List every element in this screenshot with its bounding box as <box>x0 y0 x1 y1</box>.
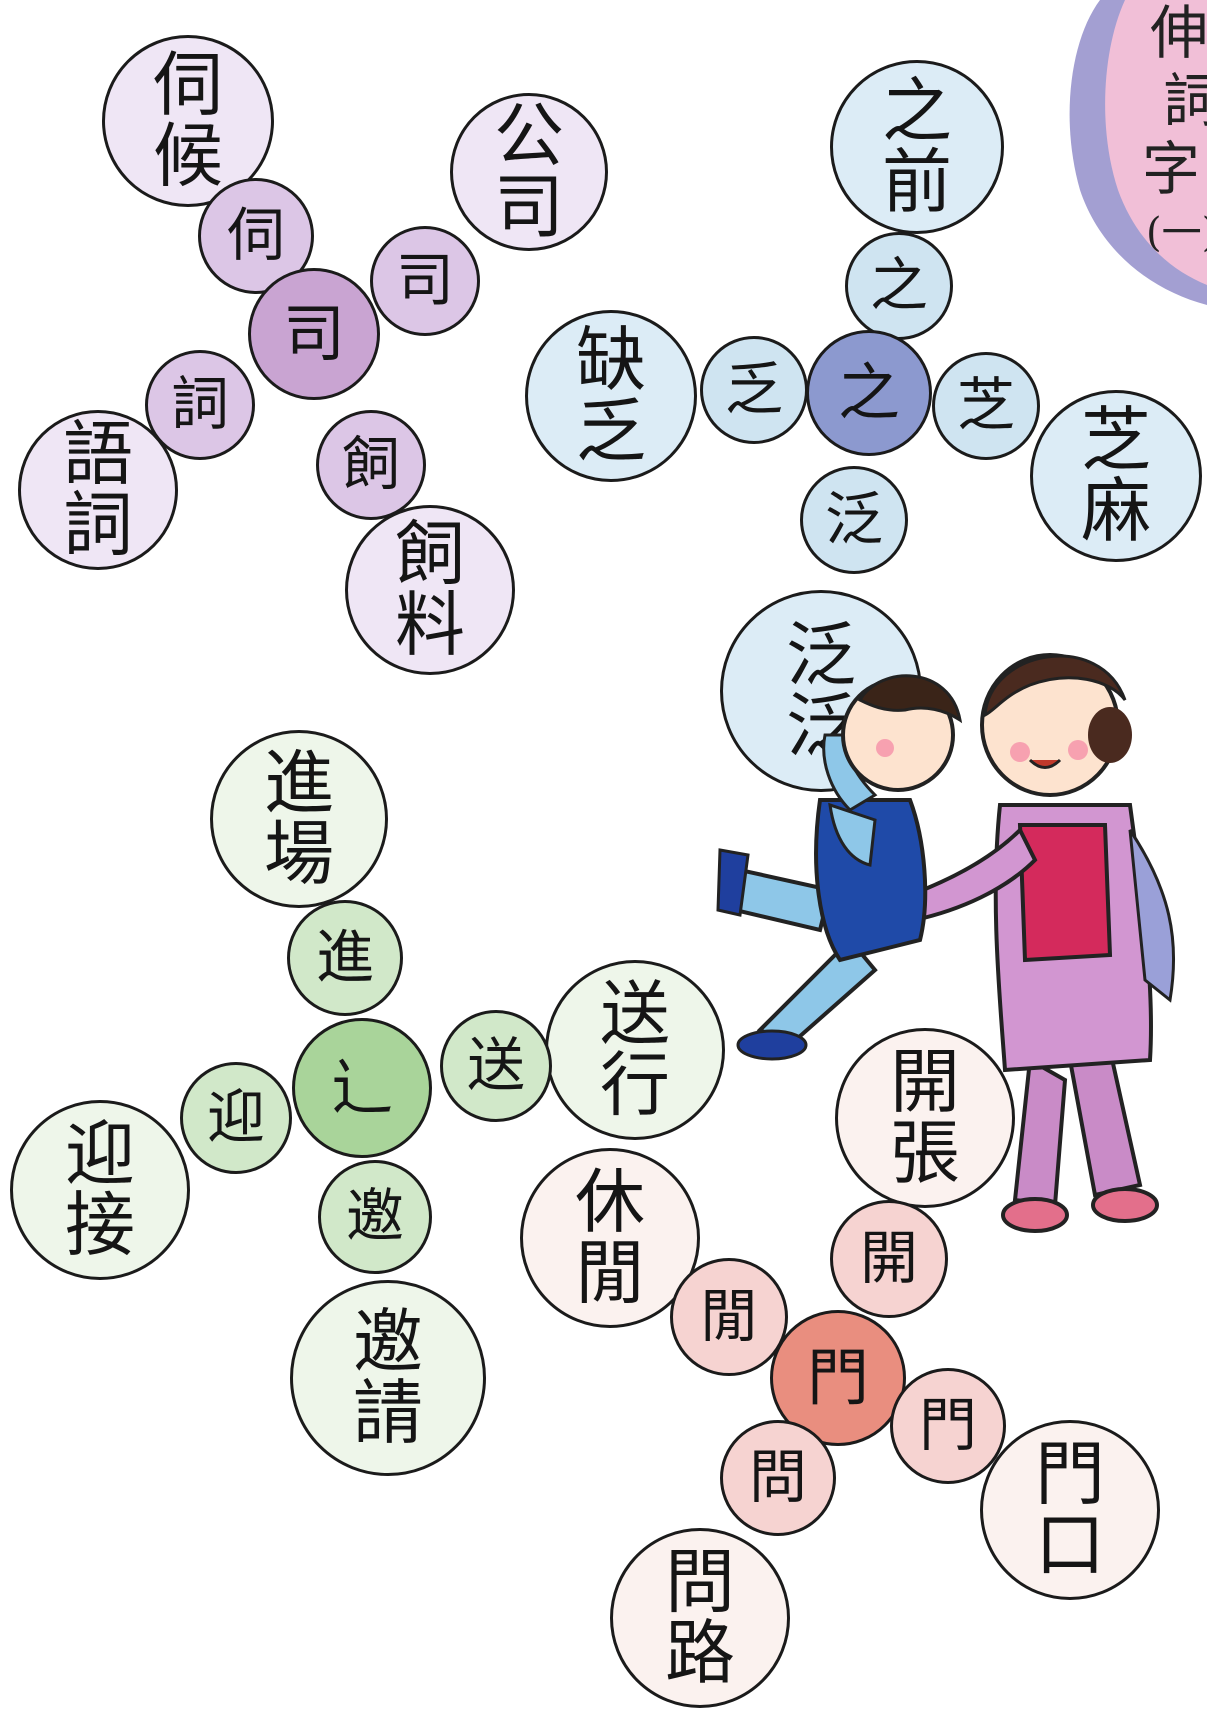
word-char: 行 <box>600 1044 670 1126</box>
word-char: 伺 <box>153 43 223 126</box>
word-char: 缺 <box>576 318 646 401</box>
hub-bubble-zhi: 之 <box>806 330 932 456</box>
word-char: 口 <box>1035 1504 1105 1586</box>
char-bubble-xian: 閒 <box>670 1258 788 1376</box>
word-char: 司 <box>494 166 564 248</box>
char-bubble-song: 送 <box>440 1010 552 1122</box>
char: 進 <box>315 923 374 992</box>
char: 司 <box>395 246 454 315</box>
word-bubble-jin-chang: 進 場 <box>210 730 388 908</box>
char-bubble-ying: 迎 <box>180 1062 292 1174</box>
char: 飼 <box>341 430 400 499</box>
word-char: 語 <box>63 412 133 495</box>
word-bubble-que-fa: 缺 乏 <box>525 310 697 482</box>
word-char: 問 <box>665 1540 735 1623</box>
word-char: 門 <box>1035 1432 1105 1515</box>
word-char: 公 <box>494 94 564 177</box>
hub-bubble-si: 司 <box>248 268 380 400</box>
char-bubble-wen: 問 <box>720 1420 836 1536</box>
word-char: 迎 <box>65 1112 135 1195</box>
word-bubble-xiu-xian: 休 閒 <box>520 1148 700 1328</box>
word-bubble-zhi-ma: 芝 麻 <box>1030 390 1202 562</box>
char: 伺 <box>226 201 285 270</box>
char: 乏 <box>724 355 783 424</box>
word-char: 進 <box>264 741 334 824</box>
char: 問 <box>748 1443 807 1512</box>
word-char: 接 <box>65 1184 135 1266</box>
word-char: 前 <box>882 141 952 223</box>
word-bubble-si-liao: 飼 料 <box>345 505 515 675</box>
word-char: 乏 <box>576 390 646 472</box>
hub-char: 辶 <box>330 1051 393 1125</box>
char: 芝 <box>956 371 1015 440</box>
hub-char: 司 <box>282 297 345 371</box>
word-bubble-song-xing: 送 行 <box>545 960 725 1140</box>
char: 邀 <box>345 1182 404 1251</box>
word-char: 料 <box>395 584 465 666</box>
char: 泛 <box>824 485 883 554</box>
word-bubble-men-kou: 門 口 <box>980 1420 1160 1600</box>
title-line-2: 詞 <box>1163 67 1207 135</box>
char-bubble-si-company: 司 <box>370 226 480 336</box>
word-bubble-wen-lu: 問 路 <box>610 1528 790 1708</box>
mother-and-child-illustration <box>716 653 1176 1233</box>
word-bubble-gong-si: 公 司 <box>450 93 608 251</box>
char: 送 <box>466 1031 525 1100</box>
word-bubble-zhi-qian: 之 前 <box>830 60 1004 234</box>
char-bubble-jin: 進 <box>287 900 403 1016</box>
word-char: 路 <box>665 1612 735 1694</box>
word-char: 飼 <box>395 512 465 595</box>
title-line-3: 字 <box>1142 135 1201 203</box>
word-char: 詞 <box>63 484 133 566</box>
hub-char: 門 <box>806 1341 869 1415</box>
char-bubble-men-door: 門 <box>890 1368 1006 1484</box>
word-char: 邀 <box>353 1300 423 1383</box>
word-char: 之 <box>882 69 952 152</box>
word-char: 請 <box>353 1372 423 1454</box>
word-bubble-yao-qing: 邀 請 <box>290 1280 486 1476</box>
char: 迎 <box>206 1083 265 1152</box>
char: 開 <box>859 1224 918 1293</box>
word-char: 張 <box>890 1112 960 1194</box>
char: 閒 <box>699 1282 758 1351</box>
char: 門 <box>918 1391 977 1460</box>
hub-bubble-chuo: 辶 <box>292 1018 432 1158</box>
word-char: 候 <box>153 115 223 197</box>
char-bubble-yao: 邀 <box>318 1160 432 1274</box>
word-char: 開 <box>890 1040 960 1123</box>
char: 詞 <box>170 370 229 439</box>
char-bubble-fa: 乏 <box>700 336 808 444</box>
char-bubble-zhi-sesame: 芝 <box>932 352 1040 460</box>
word-char: 芝 <box>1081 398 1151 481</box>
word-bubble-kai-zhang: 開 張 <box>835 1028 1015 1208</box>
word-bubble-ying-jie: 迎 接 <box>10 1100 190 1280</box>
char-bubble-kai: 開 <box>830 1200 948 1318</box>
hub-char: 之 <box>837 356 900 430</box>
word-char: 場 <box>264 813 334 895</box>
title-line-4: (一) <box>1146 210 1207 256</box>
title-blob-shape <box>1069 0 1207 305</box>
char: 之 <box>869 251 928 320</box>
title-line-1: 伸 <box>1150 0 1207 67</box>
word-char: 閒 <box>575 1232 645 1314</box>
char-bubble-si-feed: 飼 <box>316 410 426 520</box>
word-char: 休 <box>575 1160 645 1243</box>
word-char: 麻 <box>1081 470 1151 552</box>
char-bubble-ci: 詞 <box>145 350 255 460</box>
word-bubble-yu-ci: 語 詞 <box>18 410 178 570</box>
word-char: 泛 <box>786 613 856 696</box>
word-char: 送 <box>600 972 670 1055</box>
char-bubble-zhi-top: 之 <box>845 232 953 340</box>
char-bubble-fan: 泛 <box>800 466 908 574</box>
